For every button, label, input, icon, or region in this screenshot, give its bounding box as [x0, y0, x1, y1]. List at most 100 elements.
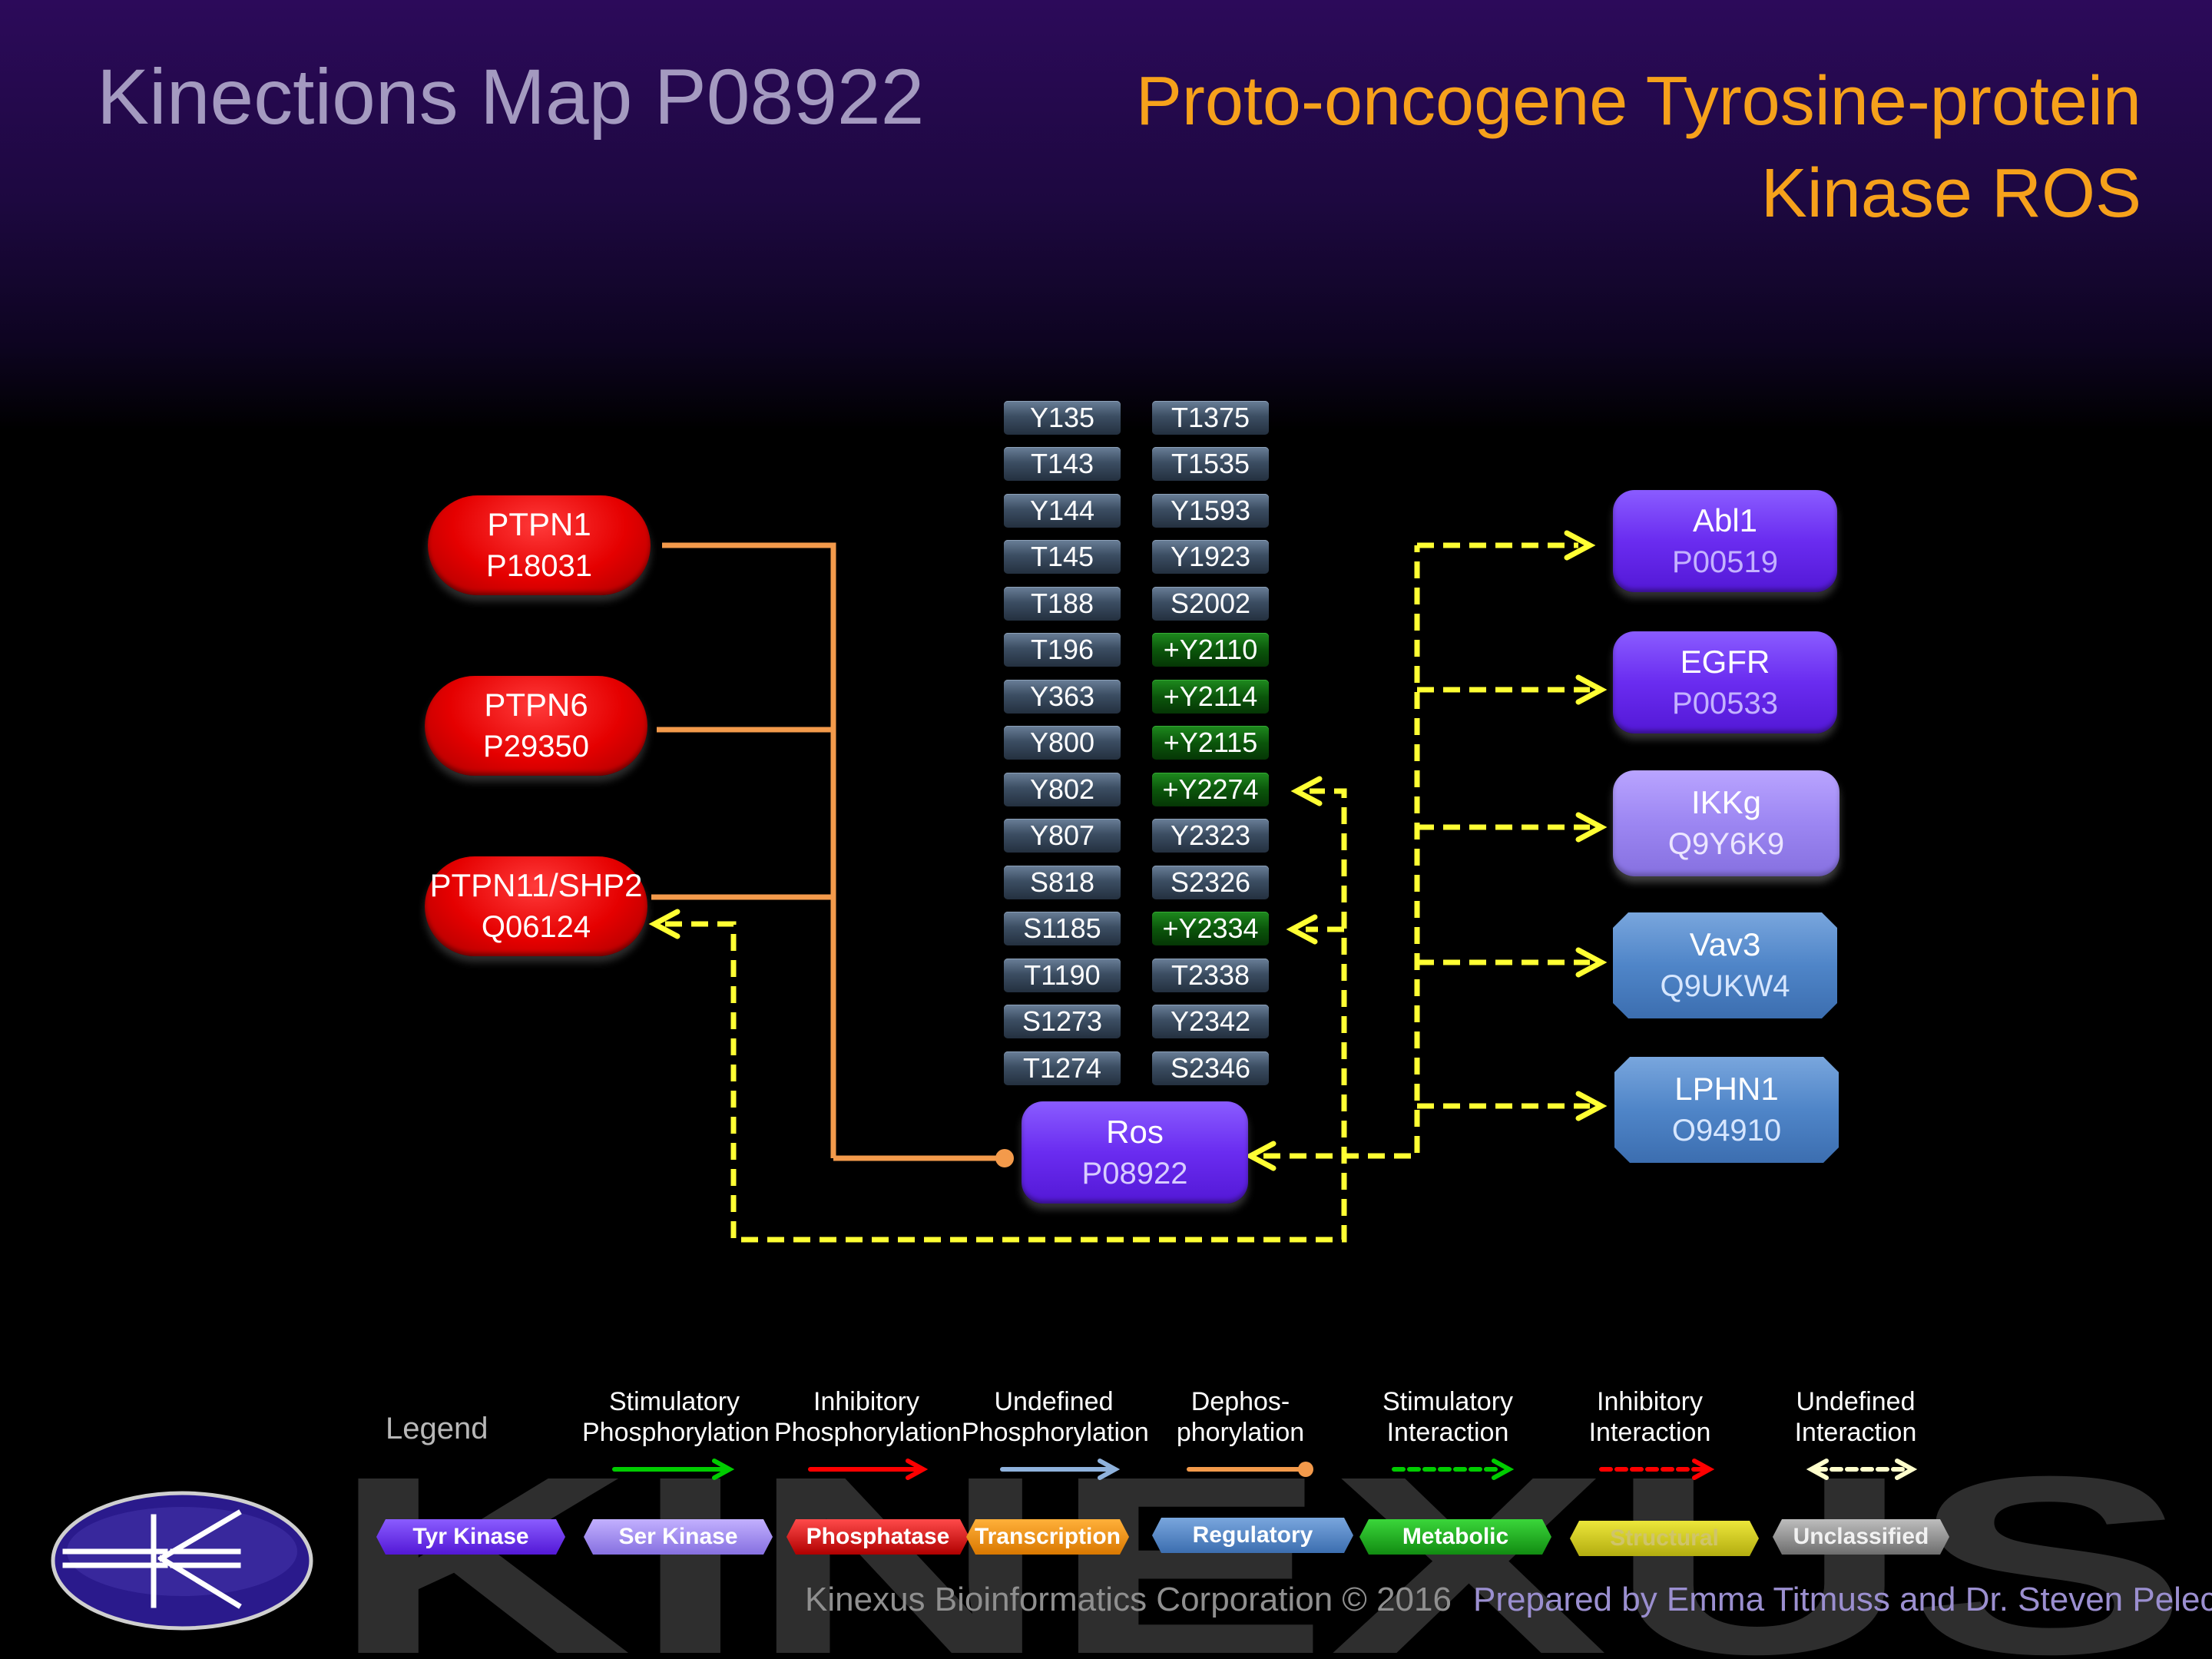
node-ptpn11-name: PTPN11/SHP2 — [429, 867, 643, 903]
legend-arrowhead-undef-int-left — [1806, 1459, 1829, 1480]
legend-type-transcription: Transcription — [966, 1519, 1129, 1555]
site-s2326[interactable]: S2326 — [1152, 866, 1269, 899]
node-ros-id: P08922 — [1081, 1156, 1188, 1190]
site-y2334[interactable]: +Y2334 — [1152, 912, 1269, 945]
copyright-text: Kinexus Bioinformatics Corporation © 201… — [805, 1581, 1452, 1618]
legend-undef-phos-line1: Undefined — [994, 1387, 1114, 1416]
site-s1273[interactable]: S1273 — [1004, 1005, 1121, 1038]
legend-inhib-phos-line2: Phosphorylation — [774, 1418, 962, 1447]
site-s1185[interactable]: S1185 — [1004, 912, 1121, 945]
node-vav3-id: Q9UKW4 — [1660, 969, 1790, 1003]
site-y2274[interactable]: +Y2274 — [1152, 773, 1269, 806]
kinexus-logo — [51, 1491, 313, 1631]
site-t188[interactable]: T188 — [1004, 587, 1121, 621]
legend-stim-int-label: Stimulatory Interaction — [1356, 1386, 1540, 1448]
arrowhead-lphn1 — [1575, 1091, 1608, 1121]
node-ikkg[interactable]: IKKg Q9Y6K9 — [1613, 770, 1839, 876]
site-y1593[interactable]: Y1593 — [1152, 494, 1269, 528]
site-y800[interactable]: Y800 — [1004, 726, 1121, 760]
legend-arrow-inhib-phos — [808, 1459, 929, 1480]
legend-dephos-line1: Dephos- — [1190, 1387, 1290, 1416]
node-abl1[interactable]: Abl1 P00519 — [1613, 490, 1837, 592]
node-egfr[interactable]: EGFR P00533 — [1613, 631, 1837, 733]
site-y363[interactable]: Y363 — [1004, 680, 1121, 714]
legend-arrowhead-inhib-int — [1692, 1459, 1715, 1480]
node-ptpn11-id: Q06124 — [481, 910, 591, 944]
site-y2342[interactable]: Y2342 — [1152, 1005, 1269, 1038]
arrowhead-abl1 — [1564, 530, 1596, 561]
site-y2114[interactable]: +Y2114 — [1152, 680, 1269, 714]
site-t2338[interactable]: T2338 — [1152, 959, 1269, 992]
legend-stim-phos-line1: Stimulatory — [608, 1387, 740, 1416]
legend-type-ser-kinase: Ser Kinase — [584, 1519, 773, 1555]
node-ros[interactable]: Ros P08922 — [1022, 1101, 1248, 1204]
site-t145[interactable]: T145 — [1004, 540, 1121, 574]
site-t1535[interactable]: T1535 — [1152, 447, 1269, 481]
site-y2110[interactable]: +Y2110 — [1152, 633, 1269, 667]
arrowhead-ros — [1244, 1141, 1277, 1171]
site-y1923[interactable]: Y1923 — [1152, 540, 1269, 574]
legend-arrows — [612, 1459, 1918, 1480]
legend-type-phosphatase: Phosphatase — [786, 1519, 969, 1555]
node-lphn1-id: O94910 — [1671, 1114, 1782, 1147]
arrowheads — [648, 530, 1608, 1171]
node-abl1-name: Abl1 — [1692, 502, 1758, 538]
site-y807[interactable]: Y807 — [1004, 819, 1121, 853]
node-ptpn1-id: P18031 — [486, 549, 592, 583]
edge-ptpn1-ros — [662, 542, 836, 1158]
legend-inhib-phos-line1: Inhibitory — [813, 1387, 919, 1416]
site-t1274[interactable]: T1274 — [1004, 1051, 1121, 1085]
node-egfr-name: EGFR — [1680, 643, 1770, 680]
legend-type-unclassified: Unclassified — [1773, 1519, 1949, 1555]
node-lphn1[interactable]: LPHN1 O94910 — [1614, 1057, 1839, 1163]
node-ptpn1-name: PTPN1 — [487, 506, 591, 542]
dephos-edges — [651, 542, 998, 1161]
protein-name-line2: Kinase ROS — [1760, 155, 2141, 232]
legend-stim-int-line2: Interaction — [1386, 1418, 1509, 1447]
site-t1190[interactable]: T1190 — [1004, 959, 1121, 992]
site-y802[interactable]: Y802 — [1004, 773, 1121, 806]
node-lphn1-name: LPHN1 — [1674, 1071, 1779, 1107]
prepared-by-text: Prepared by Emma Titmuss and Dr. Steven … — [1473, 1581, 2212, 1618]
legend-stim-phos-label: Stimulatory Phosphorylation — [582, 1386, 770, 1448]
legend-stim-int-line1: Stimulatory — [1382, 1387, 1514, 1416]
site-t1375[interactable]: T1375 — [1152, 401, 1269, 435]
legend-undef-phos-line2: Phosphorylation — [962, 1418, 1149, 1447]
watermark-text: KINEXUS — [330, 1459, 2189, 1659]
legend-type-regulatory: Regulatory — [1152, 1518, 1353, 1553]
legend-arrow-stim-phos — [612, 1459, 735, 1480]
node-ptpn1[interactable]: PTPN1 P18031 — [428, 495, 651, 595]
legend-arrowhead-stim-int — [1492, 1459, 1515, 1480]
legend-arrowhead-undef-int-right — [1895, 1459, 1918, 1480]
legend-title: Legend — [386, 1412, 488, 1445]
legend-stim-phos-line2: Phosphorylation — [582, 1418, 770, 1447]
site-s818[interactable]: S818 — [1004, 866, 1121, 899]
site-s2346[interactable]: S2346 — [1152, 1051, 1269, 1085]
node-egfr-id: P00533 — [1672, 686, 1778, 720]
site-y144[interactable]: Y144 — [1004, 494, 1121, 528]
kinexus-watermark: KINEXUS — [330, 1459, 2189, 1659]
legend-undef-int-line1: Undefined — [1796, 1387, 1916, 1416]
node-ptpn6[interactable]: PTPN6 P29350 — [425, 676, 647, 776]
page-title: Kinections Map P08922 — [97, 53, 925, 141]
site-s2002[interactable]: S2002 — [1152, 587, 1269, 621]
legend-inhib-int-label: Inhibitory Interaction — [1558, 1386, 1742, 1448]
site-y2323[interactable]: Y2323 — [1152, 819, 1269, 853]
arrowhead-ikkg — [1575, 812, 1608, 843]
legend-dephos-label: Dephos- phorylation — [1148, 1386, 1333, 1448]
node-vav3[interactable]: Vav3 Q9UKW4 — [1613, 912, 1837, 1018]
node-ptpn11[interactable]: PTPN11/SHP2 Q06124 — [425, 856, 647, 956]
node-ros-name: Ros — [1106, 1113, 1164, 1150]
site-t196[interactable]: T196 — [1004, 633, 1121, 667]
arrowhead-egfr — [1575, 674, 1608, 705]
legend-type-metabolic: Metabolic — [1359, 1519, 1551, 1555]
site-y135[interactable]: Y135 — [1004, 401, 1121, 435]
site-y2115[interactable]: +Y2115 — [1152, 726, 1269, 760]
arrowhead-ptpn11 — [648, 909, 680, 939]
dephos-endpoint — [995, 1149, 1014, 1167]
site-t143[interactable]: T143 — [1004, 447, 1121, 481]
node-abl1-id: P00519 — [1672, 545, 1778, 579]
arrowhead-y2334 — [1286, 914, 1318, 945]
